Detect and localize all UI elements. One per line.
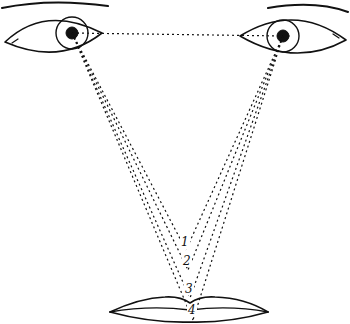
eyebrow	[268, 5, 348, 12]
callout-number: 2	[182, 255, 192, 267]
sight-line	[72, 33, 186, 250]
callout-number: 4	[187, 304, 197, 316]
sight-line	[72, 33, 283, 36]
sight-lines	[72, 33, 283, 320]
eyebrow	[2, 2, 108, 8]
eye-corner	[12, 39, 18, 43]
sight-line	[186, 36, 283, 250]
sight-line	[72, 33, 193, 320]
callout-number: 3	[184, 283, 194, 295]
sight-line	[193, 36, 283, 320]
sight-line	[72, 33, 188, 270]
eye-corner	[333, 34, 339, 38]
sight-line	[190, 36, 283, 298]
eye-outline	[240, 20, 346, 53]
callout-number: 1	[180, 236, 190, 248]
sight-line	[72, 33, 190, 298]
sight-line	[188, 36, 283, 270]
